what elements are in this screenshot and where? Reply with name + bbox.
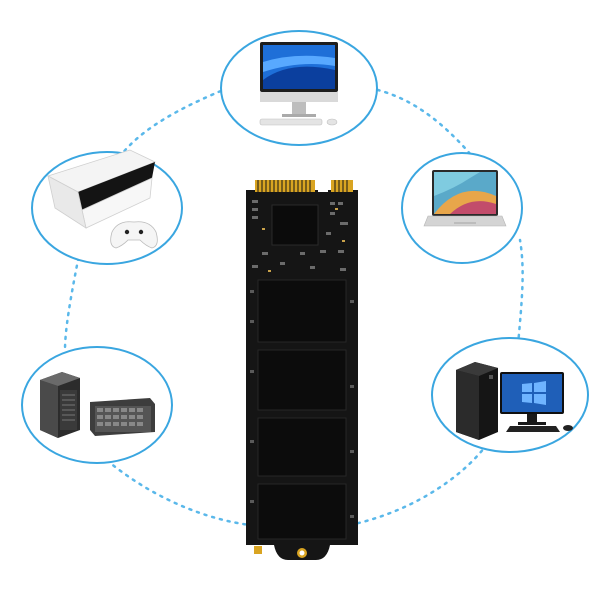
desktop-monitor-icon xyxy=(259,42,338,126)
m2-ssd-icon xyxy=(246,176,358,560)
pc-tower-monitor-icon xyxy=(456,362,573,440)
nand-flash-chips xyxy=(257,279,347,540)
dotted-connector-ring xyxy=(63,86,524,527)
game-console-icon xyxy=(46,149,158,249)
imac-device xyxy=(220,30,378,146)
window-logo xyxy=(522,381,546,405)
tower-pc-device xyxy=(431,337,589,453)
laptop-device xyxy=(401,152,523,264)
server-rack-icon xyxy=(40,372,155,438)
server-device xyxy=(21,346,173,464)
laptop-icon xyxy=(423,170,507,227)
game-console-device xyxy=(31,149,183,265)
